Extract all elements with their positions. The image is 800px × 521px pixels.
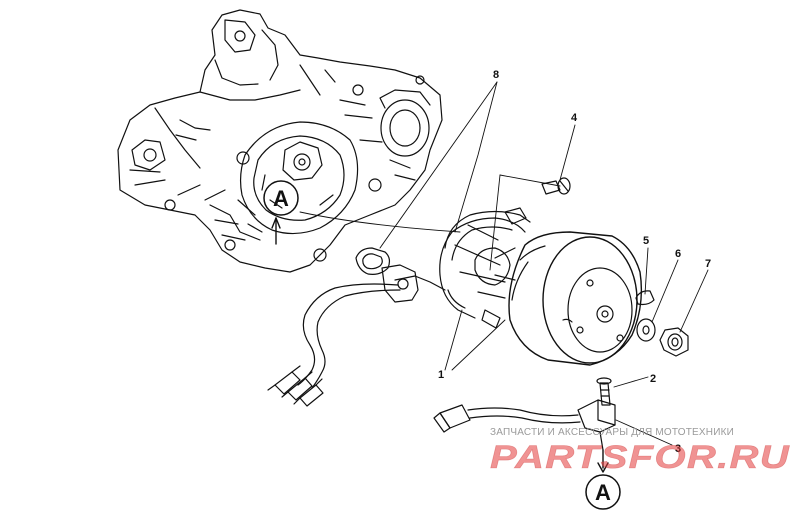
detail-letter-upper: A xyxy=(273,186,289,211)
stator-assembly xyxy=(439,207,531,329)
screw-4 xyxy=(541,177,571,195)
pickup-sensor-3 xyxy=(433,399,616,451)
washer-6 xyxy=(636,318,656,342)
detail-a-lower-marker xyxy=(585,449,621,510)
bolt-2 xyxy=(596,377,612,406)
callout-7: 7 xyxy=(705,258,711,270)
callout-2: 2 xyxy=(650,373,656,385)
callout-6: 6 xyxy=(675,248,681,260)
crankcase xyxy=(117,9,443,273)
watermark-logo-text: PARTSFOR.RU xyxy=(490,439,790,474)
leader-lines xyxy=(299,81,709,446)
flywheel-rotor xyxy=(508,231,643,366)
watermark-tagline: ЗАПЧАСТИ И АКСЕССУАРЫ ДЛЯ МОТОТЕХНИКИ xyxy=(490,427,735,438)
callout-3: 3 xyxy=(675,443,681,455)
woodruff-key-5 xyxy=(635,290,655,306)
nut-7 xyxy=(659,327,689,357)
callout-1: 1 xyxy=(438,369,444,381)
watermark-logo: PARTSFOR.RU xyxy=(490,439,790,474)
wiring-harness xyxy=(267,264,446,407)
callout-8: 8 xyxy=(493,69,499,81)
grommet-8 xyxy=(355,247,391,275)
callout-labels: 8 4 5 6 7 1 2 3 A A xyxy=(273,69,711,505)
callout-4: 4 xyxy=(571,112,578,124)
detail-letter-lower: A xyxy=(595,480,611,505)
detail-a-upper-marker xyxy=(263,180,299,245)
callout-5: 5 xyxy=(643,235,649,247)
